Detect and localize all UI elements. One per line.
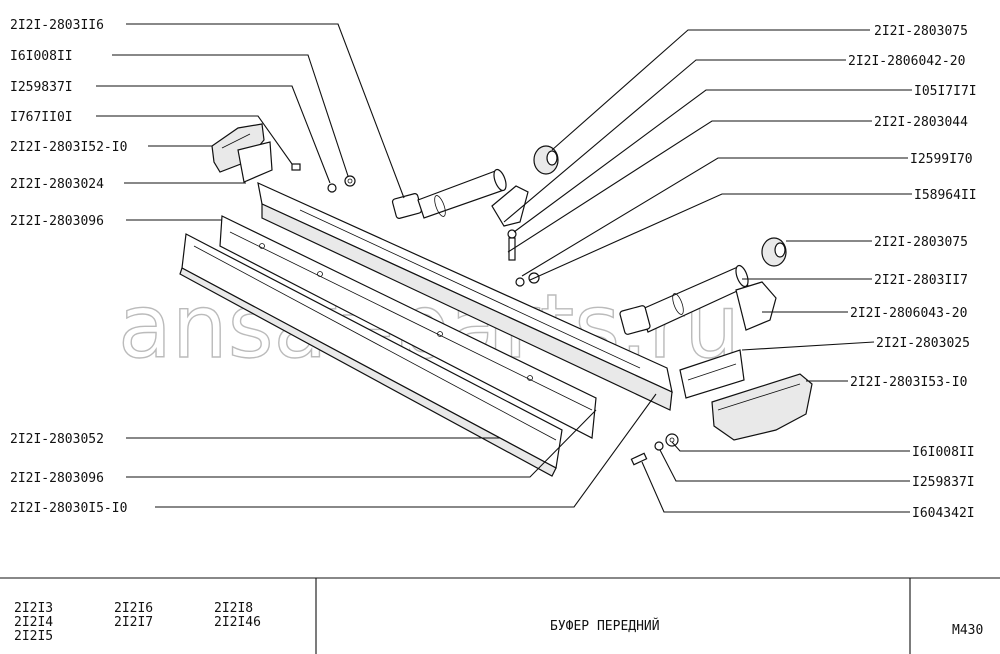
label-161008: I6I008II: [10, 49, 73, 64]
right-bracket: [679, 349, 745, 399]
label-2121-280315: 2I2I-2803I52-I0: [10, 140, 127, 155]
label-1604342: I604342I: [912, 506, 975, 521]
left-rubber-washer: [533, 145, 559, 175]
label-2121-2806042: 2I2I-2806042-20: [848, 54, 965, 69]
model-code: 2I2I8: [214, 601, 253, 616]
leader-lines: [96, 23, 912, 513]
model-code: 2I2I4: [14, 615, 53, 630]
label-2121-280316: 2I2I-2803II6: [10, 18, 104, 33]
label-2121-280301: 2I2I-28030I5-I0: [10, 501, 127, 516]
left-end-cap: [211, 123, 273, 183]
bumper-front-cover: [179, 233, 563, 477]
title-block: 2I2I3 2I2I4 2I2I5 2I2I6 2I2I7 2I2I8 2I2I…: [0, 577, 1000, 654]
bumper-reinforcement-bar: [257, 181, 673, 411]
model-code: 2I2I46: [214, 615, 261, 630]
label-2121-280315-b: 2I2I-2803I53-I0: [850, 375, 967, 390]
assembly-title: БУФЕР ПЕРЕДНИЙ: [550, 618, 660, 634]
label-125991: I2599I70: [910, 152, 973, 167]
left-fasteners: [291, 163, 356, 193]
label-2121-2803096: 2I2I-2803096: [10, 214, 104, 229]
label-2121-2803075: 2I2I-2803075: [874, 24, 968, 39]
label-158964: I58964II: [914, 188, 977, 203]
sheet-number: M430: [952, 623, 983, 638]
right-part-labels: 2I2I-2803075 2I2I-2806042-20 I05I7I7I 2I…: [848, 24, 977, 521]
label-2121-2803052: 2I2I-2803052: [10, 432, 104, 447]
right-rubber-washer: [761, 237, 787, 267]
left-part-labels: 2I2I-2803II6 I6I008II I259837I I767II0I …: [10, 18, 127, 516]
label-2121-280311: 2I2I-2803II7: [874, 273, 968, 288]
label-2121-2803096-b: 2I2I-2803096: [10, 471, 104, 486]
right-end-cap: [711, 373, 813, 441]
model-code: 2I2I3: [14, 601, 53, 616]
label-2121-2803025: 2I2I-2803025: [876, 336, 970, 351]
label-161008-b: I6I008II: [912, 445, 975, 460]
right-fasteners: [630, 433, 679, 466]
label-105171: I05I7I7I: [914, 84, 977, 99]
right-shock-absorber: [619, 264, 777, 335]
model-code: 2I2I5: [14, 629, 53, 644]
left-shock-absorber: [391, 168, 529, 227]
label-1259837-b: I259837I: [912, 475, 975, 490]
label-2121-2803075-b: 2I2I-2803075: [874, 235, 968, 250]
label-2121-2803024: 2I2I-2803024: [10, 177, 104, 192]
model-code: 2I2I7: [114, 615, 153, 630]
label-1259837: I259837I: [10, 80, 73, 95]
bumper-mounting-bar: [219, 215, 597, 439]
label-2121-2803044: 2I2I-2803044: [874, 115, 968, 130]
label-2121-2806043: 2I2I-2806043-20: [850, 306, 967, 321]
label-176710: I767II0I: [10, 110, 73, 125]
model-code: 2I2I6: [114, 601, 153, 616]
